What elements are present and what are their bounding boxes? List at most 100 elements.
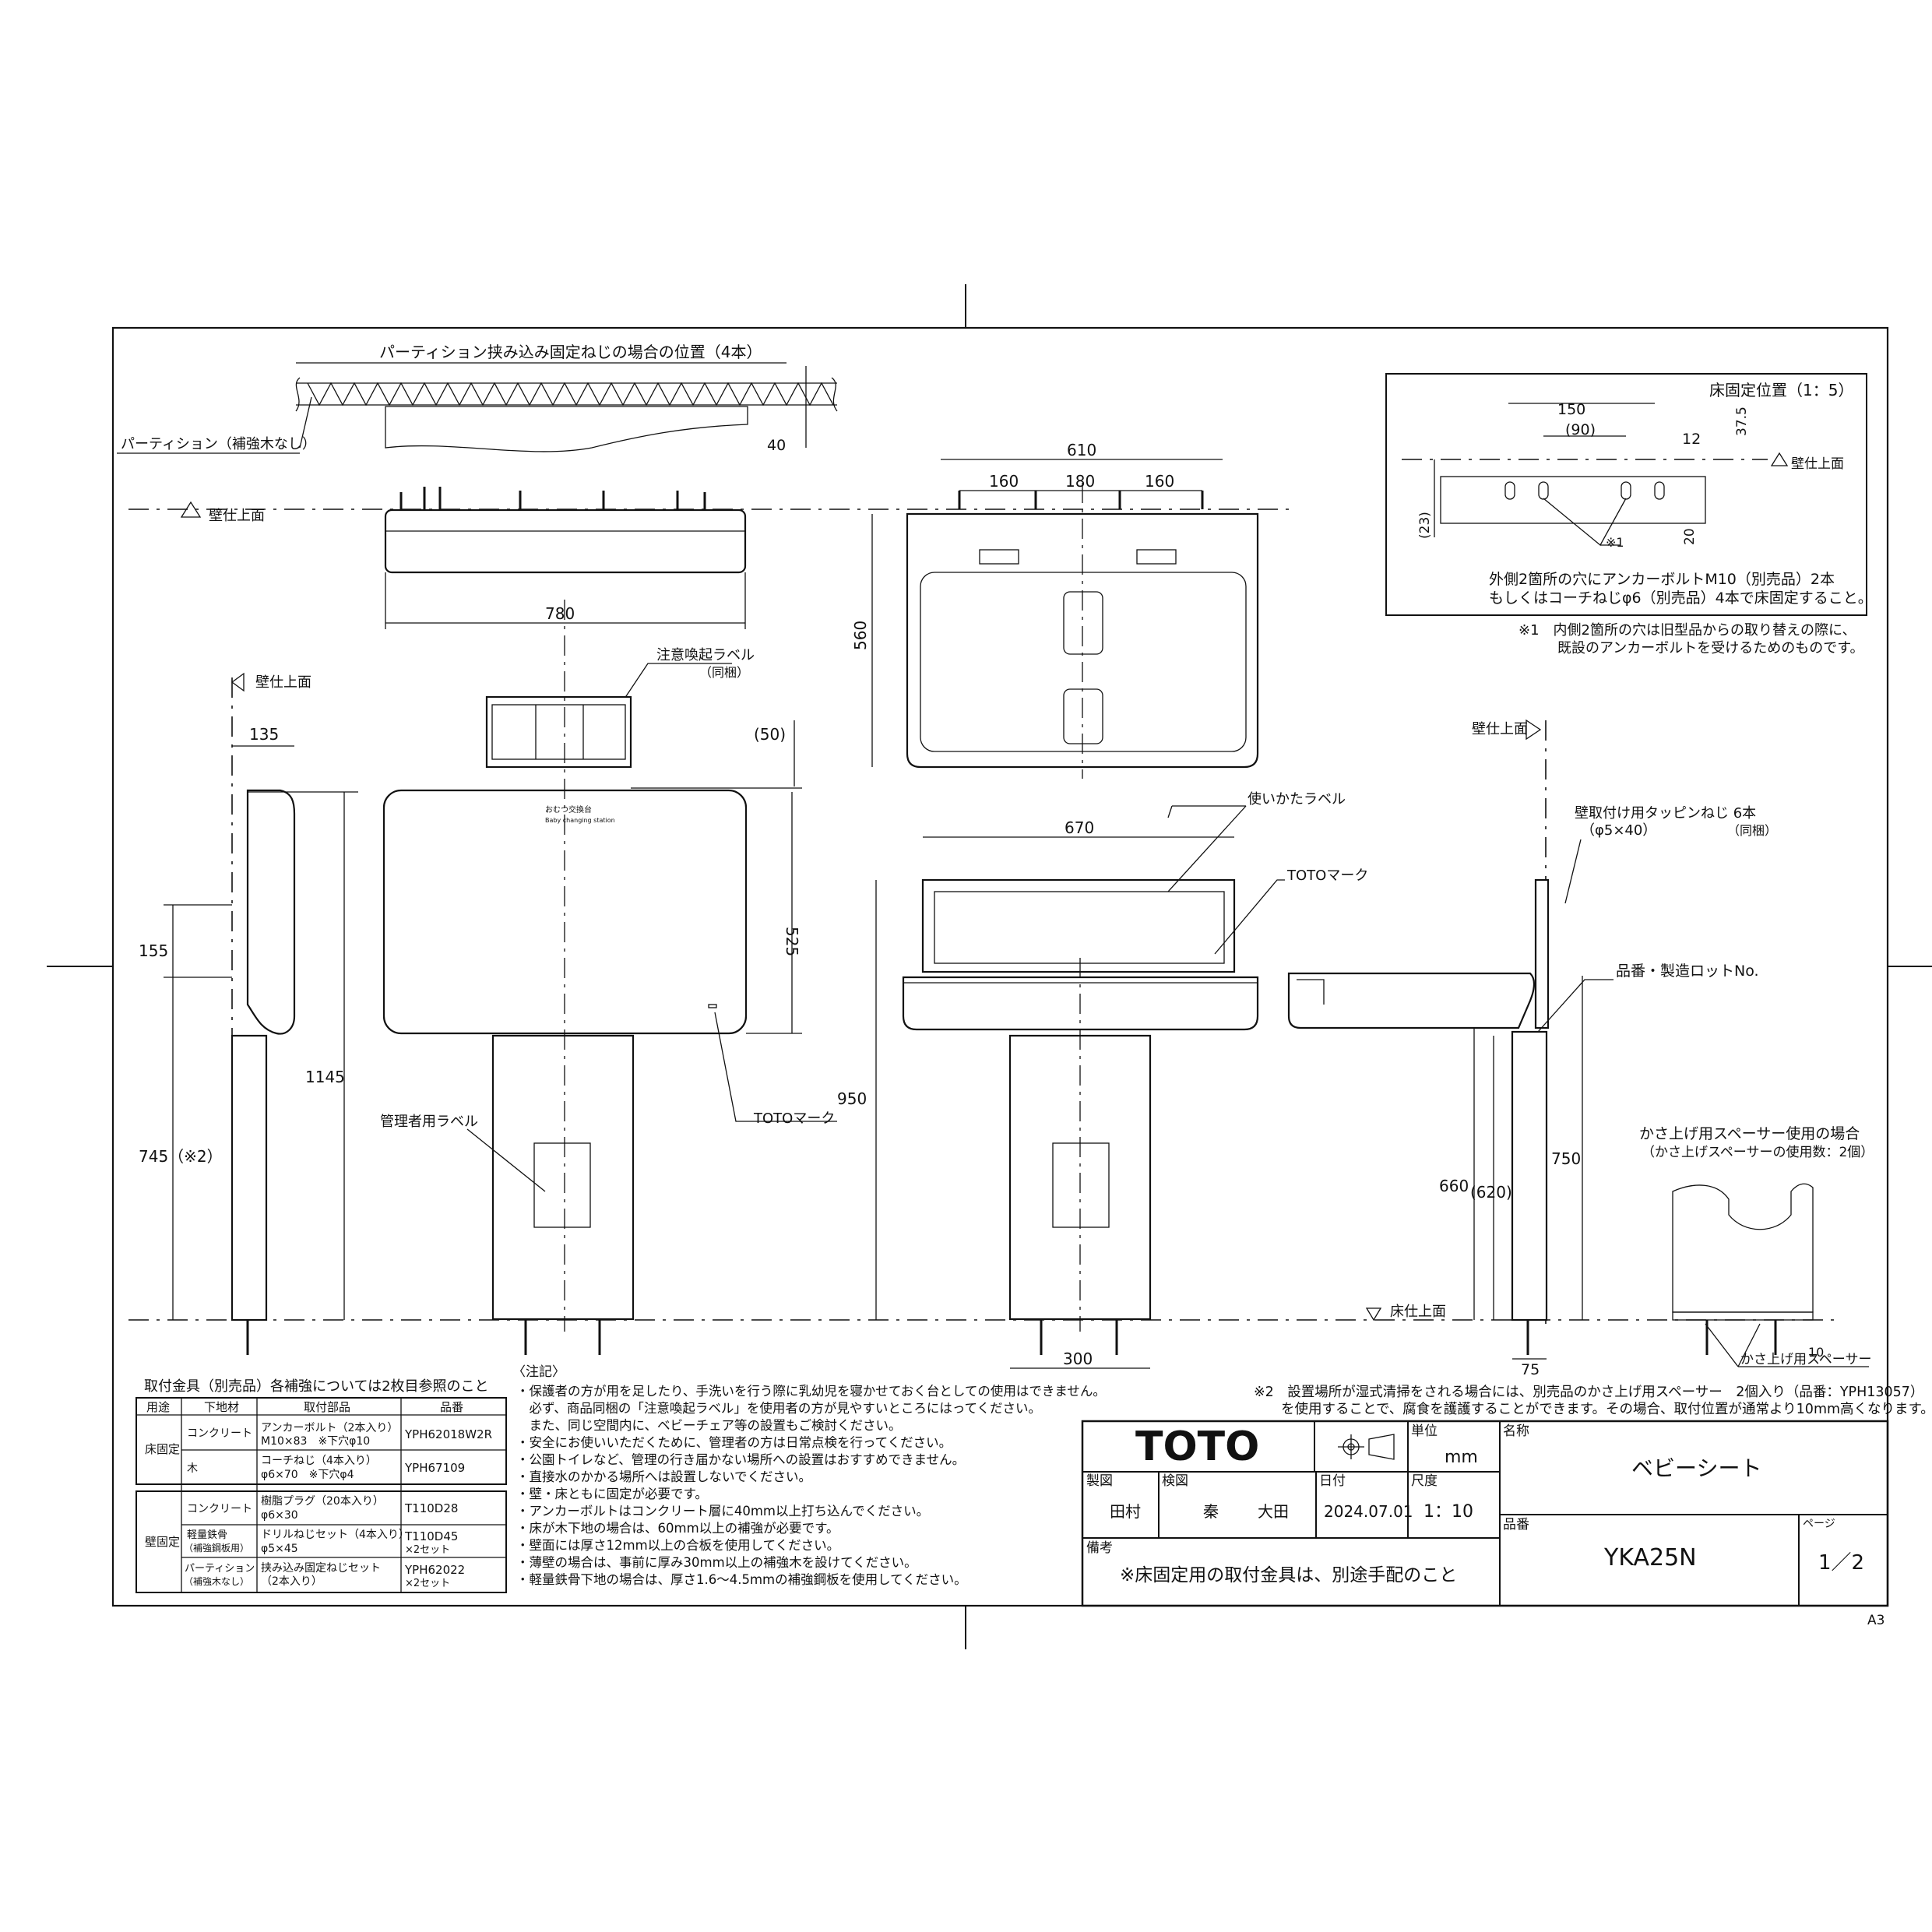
parts-r4-code2: ×2セット (405, 1578, 450, 1589)
side-closed-body (246, 789, 296, 1035)
spacer-dim-10: 10 (1808, 1345, 1824, 1360)
dim-610: 610 (1067, 441, 1096, 459)
admin-label: 管理者用ラベル (380, 1114, 478, 1130)
parts-r0-code: YPH62018W2R (404, 1427, 492, 1441)
parts-r2-material: コンクリート (187, 1503, 252, 1515)
parts-r2-code: T110D28 (404, 1501, 458, 1515)
parts-r2-part2: φ6×30 (261, 1509, 298, 1522)
dim-300: 300 (1063, 1350, 1093, 1368)
fd-23: (23) (1417, 512, 1433, 539)
tb-page: 1／2 (1818, 1551, 1864, 1575)
fd-note-a: 外側2箇所の穴にアンカーボルトM10（別売品）2本 (1489, 571, 1835, 588)
parts-r4-code: YPH62022 (404, 1563, 465, 1577)
front-print: おむつ交換台 (545, 804, 592, 815)
note-11: ・軽量鉄骨下地の場合は、厚さ1.6～4.5mmの補強鋼板を使用してください。 (516, 1572, 967, 1587)
floor-mark-triangle (1365, 1307, 1382, 1321)
parts-r1-part2: φ6×70 ※下穴φ4 (261, 1469, 354, 1481)
parts-header-2: 取付部品 (304, 1400, 350, 1414)
dim-620: (620) (1470, 1183, 1512, 1202)
screw-leader (1564, 839, 1582, 904)
partition-break-right (831, 377, 838, 412)
parts-r3-material2: （補強鋼板用） (184, 1543, 249, 1554)
fd-plate (1440, 476, 1706, 524)
wall-mark-side (231, 672, 245, 692)
spacer-column (1672, 1183, 1814, 1313)
fd-12: 12 (1682, 431, 1701, 448)
admin-leader (466, 1128, 546, 1192)
parts-r3-code: T110D45 (404, 1529, 458, 1543)
open-top-tray (920, 572, 1247, 752)
dim-745: 745（※2） (139, 1147, 223, 1166)
open-front-toto-leader (1214, 879, 1285, 955)
dim-670: 670 (1065, 818, 1094, 837)
parts-r4-material: パーティション (185, 1563, 255, 1575)
open-front-panel (1052, 1142, 1110, 1228)
caution-label-note: （同梱） (699, 665, 749, 680)
note-10: ・薄壁の場合は、事前に厚み30mm以上の補強木を設けてください。 (516, 1555, 917, 1570)
partition-truss (296, 382, 837, 406)
parts-r3-material: 軽量鉄骨 (187, 1529, 227, 1541)
partition-label: パーティション（補強木なし） (121, 436, 316, 452)
parts-r4-part: 挟み込み固定ねじセット (261, 1562, 381, 1575)
tb-drawn: 田村 (1110, 1502, 1141, 1521)
tb-checked2: 大田 (1258, 1502, 1289, 1521)
dim-750: 750 (1551, 1149, 1581, 1168)
caution-label-box (485, 695, 632, 769)
open-side-wallplate (1534, 878, 1550, 1029)
tb-unit: mm (1445, 1448, 1478, 1467)
note-8: ・床が木下地の場合は、60mm以上の補強が必要です。 (516, 1521, 839, 1536)
parts-header-3: 品番 (440, 1400, 463, 1414)
dim-660: 660 (1439, 1177, 1469, 1195)
spacer-label: かさ上げ用スペーサー (1740, 1352, 1871, 1367)
fd-hole-1 (1504, 481, 1515, 500)
admin-label-box (533, 1142, 591, 1228)
dim-155: 155 (139, 941, 168, 960)
fd-wall-mark (1770, 452, 1789, 466)
spacer-subtitle: （かさ上げスペーサーの使用数：2個） (1642, 1144, 1874, 1160)
spacer-leader (1705, 1323, 1869, 1367)
top-plan-bolts (399, 487, 706, 510)
parts-r4-part2: （2本入り） (261, 1575, 322, 1588)
note-3: ・安全にお使いいただくために、管理者の方は日常点検を行ってください。 (516, 1435, 952, 1450)
parts-r3-part2: φ5×45 (261, 1543, 298, 1555)
tb-page-label: ページ (1803, 1518, 1835, 1530)
lot-label: 品番・製造ロットNo. (1616, 962, 1759, 980)
fd-mark-1: ※1 (1606, 535, 1624, 550)
open-top-bolts (958, 491, 1204, 509)
tb-checked1: 秦 (1203, 1502, 1219, 1521)
fd-20: 20 (1682, 528, 1698, 545)
fd-hole-4 (1654, 481, 1665, 500)
wall-finish-label-side: 壁仕上面 (255, 674, 311, 691)
note-5: ・直接水のかかる場所へは設置しないでください。 (516, 1469, 811, 1484)
top-plan-body (384, 509, 747, 574)
floor-detail-box (1385, 373, 1867, 616)
note-2: また、同じ空間内に、ベビーチェア等の設置もご検討ください。 (516, 1418, 902, 1433)
open-front-anchors (1040, 1319, 1118, 1355)
parts-floor-group: 床固定 (145, 1442, 180, 1456)
footnote-2-line1: ※2 設置場所が湿式清掃をされる場合には、別売品のかさ上げ用スペーサー 2個入り… (1254, 1385, 1923, 1400)
top-view-title: パーティション挟み込み固定ねじの場合の位置（4本） (379, 343, 762, 361)
lot-leader (1537, 979, 1614, 1033)
wall-finish-label-top: 壁仕上面 (209, 508, 265, 524)
note-0: ・保護者の方が用を足したり、手洗いを行う際に乳幼児を寝かせておく台としての使用は… (516, 1383, 1106, 1399)
wall-finish-label-open-side: 壁仕上面 (1472, 721, 1528, 737)
dim-160b: 160 (1145, 472, 1174, 491)
open-top-hinge-b (1136, 549, 1177, 565)
sheet-size: A3 (1867, 1613, 1884, 1628)
parts-r1-material: 木 (187, 1462, 198, 1475)
note-9: ・壁面には厚さ12mm以上の合板を使用してください。 (516, 1538, 839, 1553)
wall-mark-triangle (180, 501, 202, 518)
tb-scale: 1：10 (1423, 1502, 1473, 1522)
dim-160a: 160 (989, 472, 1019, 491)
caution-inner (491, 704, 626, 760)
fd-note-b: もしくはコーチねじφ6（別売品）4本で床固定すること。 (1489, 589, 1873, 607)
screw-spec: （φ5×40） (1581, 822, 1656, 839)
front-toto-label: TOTOマーク (753, 1110, 835, 1127)
dim-180: 180 (1065, 472, 1095, 491)
front-toto-mark (708, 1004, 717, 1008)
third-angle-projection-icon (1338, 1434, 1395, 1460)
screw-label: 壁取付け用タッピンねじ 6本 (1575, 805, 1756, 822)
tb-date: 2024.07.01 (1324, 1502, 1413, 1521)
fd-wall-label: 壁仕上面 (1791, 456, 1844, 472)
